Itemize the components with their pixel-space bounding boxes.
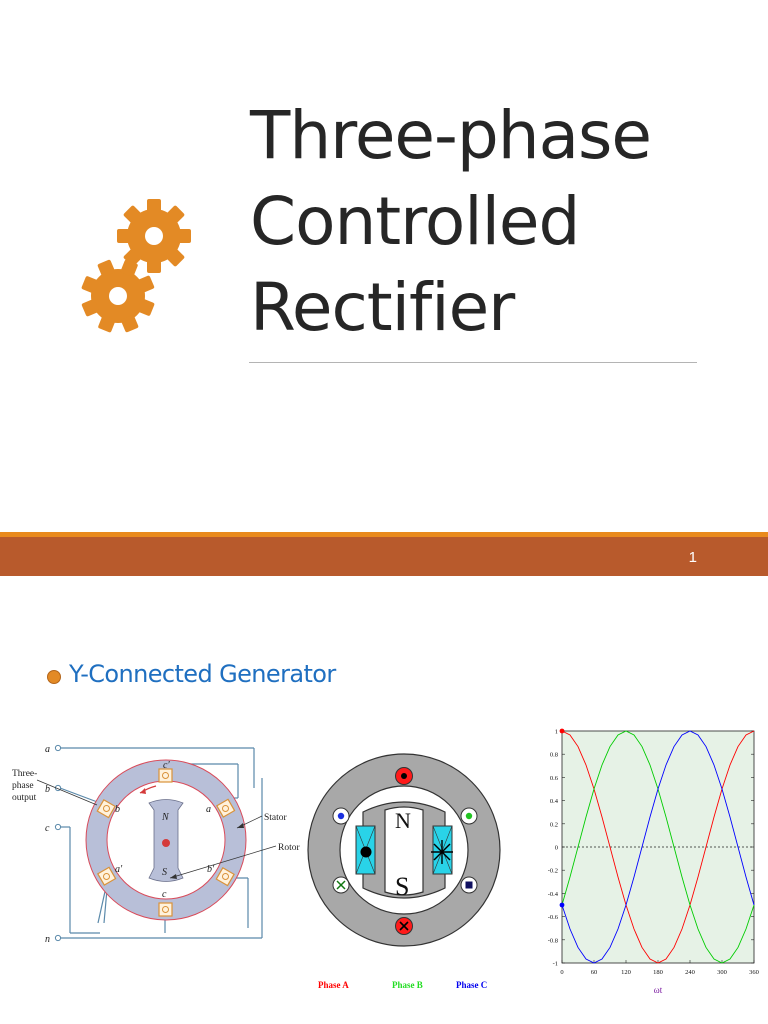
series-marker-1 — [559, 728, 565, 734]
title-line-1: Three-phase — [250, 97, 652, 174]
legend-phase-a: Phase A — [318, 980, 349, 990]
footer-bar — [0, 537, 768, 576]
coil-b-label: b — [115, 804, 120, 815]
generator-animation-frame: N S — [307, 753, 501, 947]
output-label-line-2: phase — [12, 781, 34, 791]
y-tick-label: 0.2 — [550, 821, 558, 828]
bullet-icon — [47, 670, 61, 684]
x-tick-label: 60 — [591, 969, 598, 976]
legend-phase-c: Phase C — [456, 980, 487, 990]
coil-b-prime-label: b′ — [207, 864, 215, 875]
output-label-line-1: Three- — [12, 769, 37, 779]
title-divider — [249, 362, 697, 363]
x-axis-label: ωt — [654, 985, 663, 995]
slide-title: Three-phase Controlled Rectifier — [250, 93, 652, 351]
coil-a-label: a — [206, 804, 211, 815]
footer-stripe — [0, 532, 768, 537]
page-number: 1 — [688, 549, 697, 566]
title-line-3: Rectifier — [250, 269, 515, 346]
y-tick-label: -1 — [553, 961, 558, 968]
stator-label: Stator — [264, 813, 288, 823]
y-tick-label: 0.6 — [550, 775, 559, 782]
coil-c-prime-label: c′ — [163, 760, 170, 771]
y-tick-label: 0.8 — [550, 752, 558, 759]
coil-c-label: c — [162, 889, 167, 900]
x-tick-label: 120 — [621, 969, 631, 976]
title-slide: Three-phase Controlled Rectifier 1 — [0, 93, 768, 576]
terminal-n-label: n — [45, 934, 50, 945]
rotor-north-pole-label: N — [395, 808, 411, 833]
y-tick-label: -0.2 — [548, 868, 558, 875]
x-tick-label: 240 — [685, 969, 695, 976]
y-tick-label: -0.8 — [548, 937, 558, 944]
terminal-a-label: a — [45, 744, 50, 755]
terminal-c-label: c — [45, 823, 50, 834]
y-tick-label: 0.4 — [550, 798, 559, 805]
x-tick-label: 300 — [717, 969, 727, 976]
y-tick-label: 1 — [555, 729, 558, 736]
terminal-b-label: b — [45, 784, 50, 795]
y-tick-label: 0 — [555, 845, 558, 852]
series-line-3 — [561, 730, 755, 964]
gears-icon — [76, 196, 196, 341]
output-label-line-3: output — [12, 793, 37, 803]
x-tick-label: 0 — [560, 969, 563, 976]
legend-phase-b: Phase B — [392, 980, 423, 990]
y-tick-label: -0.6 — [548, 914, 559, 921]
rotor-south-pole-label: S — [395, 872, 409, 901]
title-line-2: Controlled — [250, 183, 580, 260]
rotor-south-label: S — [162, 867, 167, 878]
y-tick-label: -0.4 — [548, 891, 559, 898]
series-marker-2 — [559, 902, 565, 908]
phase-legend: Phase A Phase B Phase C — [318, 980, 487, 990]
coil-a-prime-label: a′ — [115, 864, 123, 875]
rotor-label: Rotor — [278, 843, 300, 853]
bullet-heading: Y-Connected Generator — [69, 660, 336, 688]
x-tick-label: 180 — [653, 969, 663, 976]
x-tick-label: 360 — [749, 969, 759, 976]
generator-diagram: a b c n a b c a′ b′ c′ N S Three- phase … — [12, 744, 300, 945]
rotor-north-label: N — [161, 812, 170, 823]
